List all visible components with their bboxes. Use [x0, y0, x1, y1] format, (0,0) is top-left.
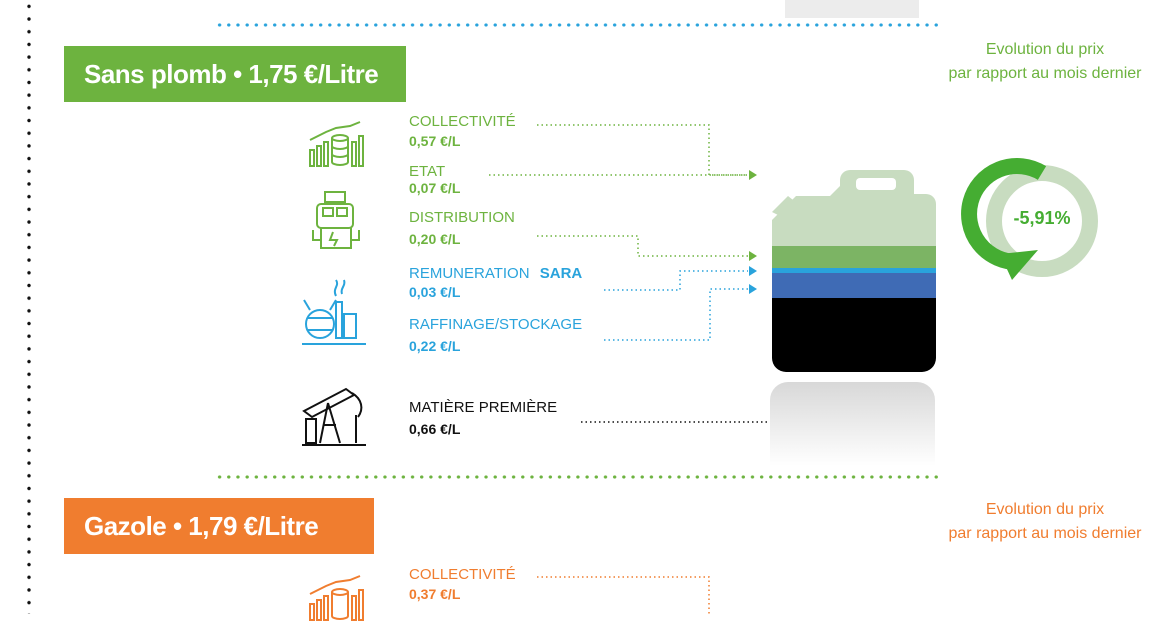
oil-pump-icon [302, 387, 366, 446]
label-remuneration: REMUNERATION SARA [409, 265, 582, 282]
value-matiere: 0,66 €/L [409, 421, 461, 437]
jerrycan-icon [772, 170, 936, 372]
label-collectivite: COLLECTIVITÉ [409, 113, 516, 130]
value-collectivite: 0,57 €/L [409, 133, 461, 149]
section2-evolution-label: Evolution du prix par rapport au mois de… [930, 498, 1160, 546]
label-etat: ETAT [409, 163, 446, 180]
top-gray-block [785, 0, 919, 18]
evolution-line1-gazole: Evolution du prix [985, 501, 1105, 518]
section1-title-banner: Sans plomb • 1,75 €/Litre [64, 46, 406, 102]
left-dotted-border [26, 0, 32, 614]
value-raffinage: 0,22 €/L [409, 338, 461, 354]
label-raffinage: RAFFINAGE/STOCKAGE [409, 316, 583, 333]
value-remuneration: 0,03 €/L [409, 284, 461, 300]
label-matiere: MATIÈRE PREMIÈRE [409, 399, 558, 416]
fuel-pump-icon [312, 191, 360, 249]
jerrycan-shadow [770, 382, 935, 466]
value-distribution: 0,20 €/L [409, 231, 461, 247]
value-collectivite-gazole: 0,37 €/L [409, 586, 461, 602]
section2-title-banner: Gazole • 1,79 €/Litre [64, 498, 374, 554]
middle-separator [215, 474, 940, 480]
label-remuneration-text: REMUNERATION [409, 265, 530, 282]
evolution-line1: Evolution du prix [985, 41, 1105, 58]
section1-evolution-label: Evolution du prix par rapport au mois de… [930, 38, 1160, 86]
evolution-line2-gazole: par rapport au mois dernier [948, 525, 1142, 542]
evolution-line2: par rapport au mois dernier [948, 65, 1142, 82]
label-remuneration-sara: SARA [539, 265, 583, 282]
refinery-icon [302, 279, 366, 345]
label-distribution: DISTRIBUTION [409, 209, 515, 226]
top-separator [215, 22, 940, 28]
evolution-value: -5,91% [1013, 208, 1071, 228]
label-collectivite-gazole: COLLECTIVITÉ [409, 566, 516, 583]
evolution-gauge [961, 158, 1098, 280]
collectivite-icon [309, 121, 364, 167]
value-etat: 0,07 €/L [409, 180, 461, 196]
